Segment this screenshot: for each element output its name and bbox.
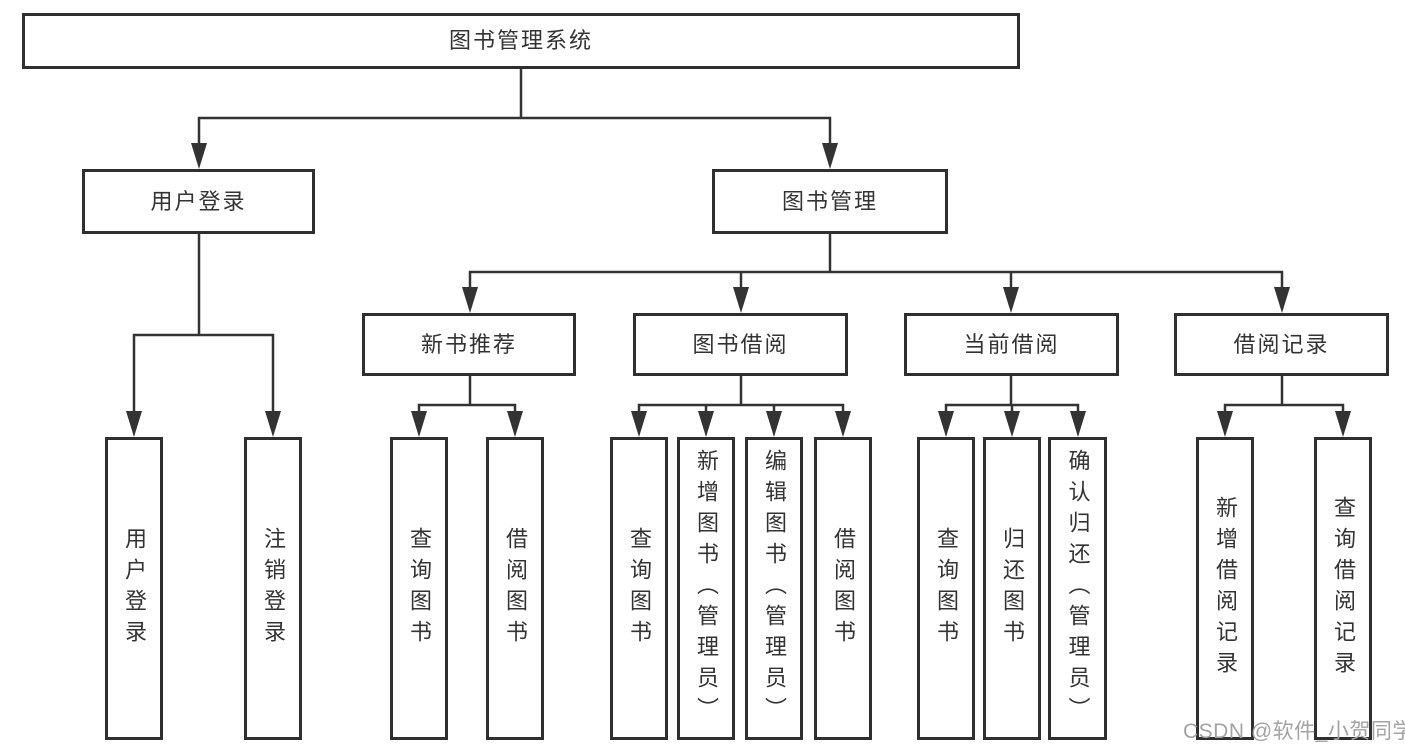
leaf-logout: 注销登录: [244, 437, 302, 740]
node-borrowing-records: 借阅记录: [1174, 313, 1389, 376]
leaf-edit-book-admin: 编辑图书（管理员）: [745, 437, 803, 740]
leaf-borrow-books: 借阅图书: [814, 437, 872, 740]
csdn-watermark: CSDN @软件_小贺同学: [1183, 720, 1405, 743]
node-book-borrowing: 图书借阅: [633, 313, 848, 376]
leaf-query-books-borrowing: 查询图书: [610, 437, 668, 740]
leaf-add-borrow-record: 新增借阅记录: [1196, 437, 1254, 740]
leaf-confirm-return-admin: 确认归还（管理员）: [1048, 437, 1107, 740]
leaf-user-login: 用户登录: [105, 437, 163, 740]
leaf-query-books-current: 查询图书: [917, 437, 975, 740]
node-user-login: 用户登录: [82, 169, 315, 234]
leaf-add-book-admin: 新增图书（管理员）: [677, 437, 735, 740]
node-current-borrowing: 当前借阅: [904, 313, 1119, 376]
node-book-management: 图书管理: [712, 169, 948, 234]
node-library-management-system: 图书管理系统: [22, 13, 1020, 69]
leaf-query-borrow-record: 查询借阅记录: [1314, 437, 1372, 740]
leaf-query-books-recommend: 查询图书: [390, 437, 448, 740]
node-new-book-recommendation: 新书推荐: [362, 313, 576, 376]
leaf-borrow-books-recommend: 借阅图书: [486, 437, 544, 740]
leaf-return-books: 归还图书: [983, 437, 1041, 740]
